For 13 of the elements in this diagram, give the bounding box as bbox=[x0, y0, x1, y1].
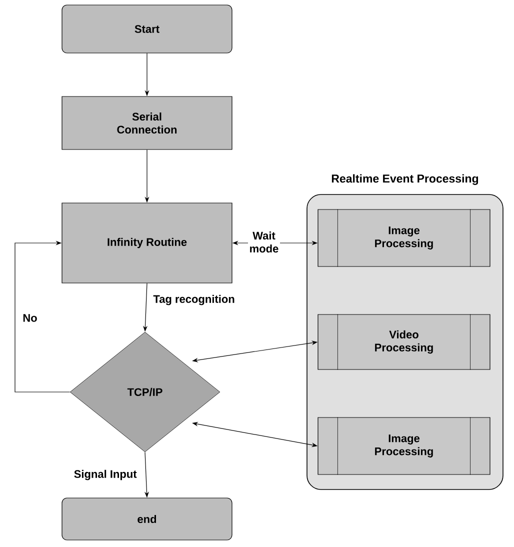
group-heading: Realtime Event Processing bbox=[332, 174, 478, 185]
edge-label: Wait mode bbox=[250, 231, 278, 253]
predefined-process-box: Image Processing bbox=[318, 209, 490, 267]
edge-label: No bbox=[23, 314, 37, 322]
arrow bbox=[14, 240, 70, 392]
process-box: Serial Connection bbox=[62, 96, 232, 150]
predefined-process-box: Video Processing bbox=[318, 314, 490, 370]
edge-label: Signal Input bbox=[74, 470, 137, 480]
terminal-box: end bbox=[62, 498, 232, 540]
predefined-process-box: Image Processing bbox=[318, 417, 490, 475]
process-box: Infinity Routine bbox=[62, 202, 232, 284]
terminal-box: Start bbox=[62, 4, 232, 54]
edge-label: Tag recognition bbox=[153, 294, 234, 306]
